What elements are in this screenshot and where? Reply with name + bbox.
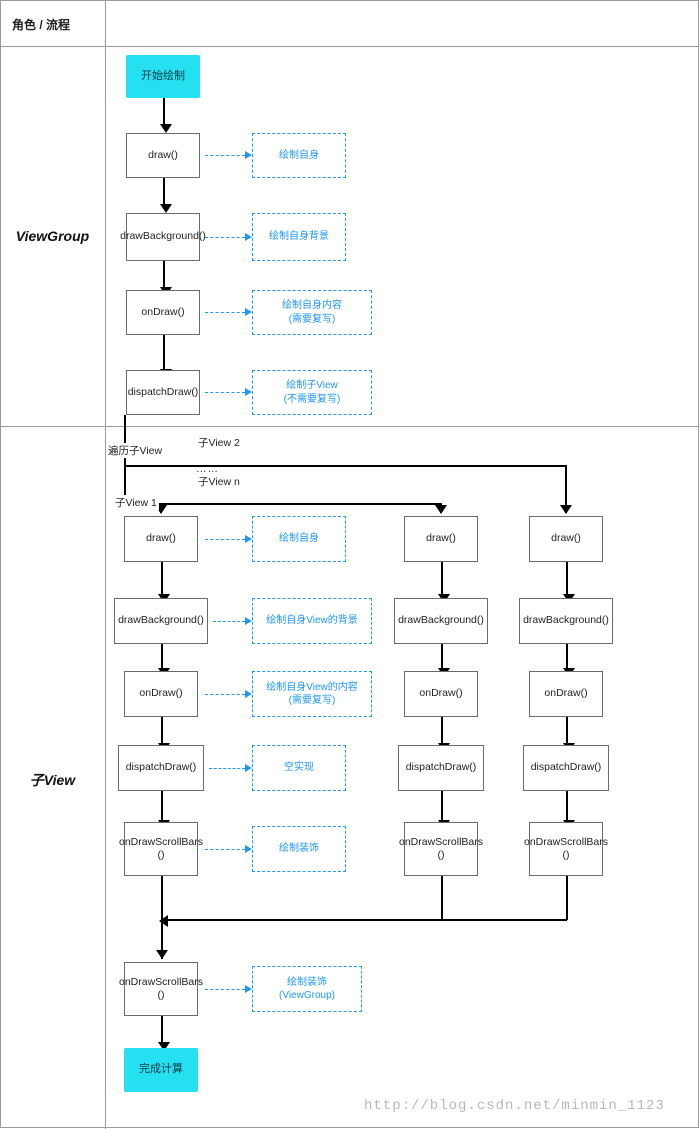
dash-vg-draw: [205, 155, 245, 156]
dash-head-tail: [245, 985, 252, 993]
arrow-c1-3: [158, 717, 170, 752]
role-column-divider: [105, 0, 106, 1129]
node-vg-dispatchdraw[interactable]: dispatchDraw(): [126, 370, 200, 415]
line-to-childn: [124, 465, 567, 467]
node-c1-drawbackground[interactable]: drawBackground(): [114, 598, 208, 644]
note-vg-background: 绘制自身背景: [252, 213, 346, 261]
arrow-c1-1: [158, 562, 170, 603]
node-c2-ondraw[interactable]: onDraw(): [404, 671, 478, 717]
line-c1-join: [161, 876, 163, 920]
note-c1-background: 绘制自身View的背景: [252, 598, 372, 644]
arrow-cn-4: [563, 791, 575, 829]
line-c2-join: [441, 876, 443, 920]
arrow-c1-4: [158, 791, 170, 829]
note-vg-draw: 绘制自身: [252, 133, 346, 178]
role-label-childview: 子View: [29, 772, 76, 788]
node-end[interactable]: 完成计算: [124, 1048, 198, 1092]
dash-head-vg-draw: [245, 151, 252, 159]
note-tail-scrollbars: 绘制装饰 (ViewGroup): [252, 966, 362, 1012]
arrow-vg-bg-to-ondraw: [160, 261, 172, 296]
node-c1-ondraw[interactable]: onDraw(): [124, 671, 198, 717]
node-c2-ondrawscrollbars[interactable]: onDrawScrollBars (): [399, 822, 483, 876]
arrow-cn-1: [563, 562, 575, 603]
node-vg-drawbackground[interactable]: drawBackground(): [120, 213, 206, 261]
watermark: http://blog.csdn.net/minmin_1123: [364, 1098, 665, 1114]
label-dots: ……: [196, 463, 219, 475]
node-cn-dispatchdraw[interactable]: dispatchDraw(): [523, 745, 609, 791]
arrow-c1-2: [158, 644, 170, 677]
dash-head-c1-ondraw: [245, 690, 252, 698]
dash-c1-draw: [205, 539, 245, 540]
note-c1-dispatchdraw: 空实现: [252, 745, 346, 791]
dash-tail: [205, 989, 245, 990]
node-cn-draw[interactable]: draw(): [529, 516, 603, 562]
arrow-cn-3: [563, 717, 575, 752]
dash-head-vg-background: [245, 233, 252, 241]
node-c1-draw[interactable]: draw(): [124, 516, 198, 562]
dash-vg-dispatchdraw: [205, 392, 245, 393]
arrow-head-child1: [155, 505, 167, 514]
dash-head-c1-dispatchdraw: [245, 764, 252, 772]
line-to-child2: [124, 503, 442, 505]
node-c1-dispatchdraw[interactable]: dispatchDraw(): [118, 745, 204, 791]
node-c1-ondrawscrollbars[interactable]: onDrawScrollBars (): [119, 822, 203, 876]
arrow-c2-3: [438, 717, 450, 752]
role-label-viewgroup: ViewGroup: [15, 228, 90, 244]
note-c1-draw: 绘制自身: [252, 516, 346, 562]
label-traverse: 遍历子View: [106, 443, 165, 458]
dash-c1-ondraw: [205, 694, 245, 695]
arrow-vg-draw-to-bg: [160, 178, 172, 213]
dash-head-c1-scrollbars: [245, 845, 252, 853]
node-tail-ondrawscrollbars[interactable]: onDrawScrollBars (): [119, 962, 203, 1016]
line-join-bus: [161, 919, 567, 921]
dash-vg-background: [205, 237, 245, 238]
node-c2-drawbackground[interactable]: drawBackground(): [394, 598, 488, 644]
arrow-vg-ondraw-to-dispatch: [160, 335, 172, 378]
line-dispatch-down: [124, 415, 126, 503]
dash-head-c1-background: [245, 617, 252, 625]
node-cn-ondrawscrollbars[interactable]: onDrawScrollBars (): [524, 822, 608, 876]
arrow-c2-2: [438, 644, 450, 677]
label-childn: 子View n: [196, 474, 242, 489]
line-cn-join: [566, 876, 568, 920]
note-c1-ondraw: 绘制自身View的内容 (需要复写): [252, 671, 372, 717]
arrow-c2-4: [438, 791, 450, 829]
node-c2-dispatchdraw[interactable]: dispatchDraw(): [398, 745, 484, 791]
node-vg-ondraw[interactable]: onDraw(): [126, 290, 200, 335]
arrow-head-childn: [560, 505, 572, 514]
note-vg-ondraw: 绘制自身内容 (需要复写): [252, 290, 372, 335]
arrow-head-join-down: [156, 950, 168, 959]
dash-c1-background: [213, 621, 245, 622]
arrow-start-to-draw: [160, 98, 172, 133]
line-join-down: [161, 919, 163, 959]
node-vg-draw[interactable]: draw(): [126, 133, 200, 178]
arrow-tail-to-end: [158, 1016, 170, 1051]
line-childn-drop: [565, 465, 567, 513]
node-start[interactable]: 开始绘制: [126, 55, 200, 98]
header-divider: [0, 46, 699, 47]
node-cn-drawbackground[interactable]: drawBackground(): [519, 598, 613, 644]
dash-head-c1-draw: [245, 535, 252, 543]
dash-c1-dispatchdraw: [209, 768, 245, 769]
arrow-cn-2: [563, 644, 575, 677]
dash-head-vg-dispatchdraw: [245, 388, 252, 396]
arrow-head-child2: [435, 505, 447, 514]
dash-vg-ondraw: [205, 312, 245, 313]
dash-head-vg-ondraw: [245, 308, 252, 316]
role-divider: [0, 426, 699, 427]
label-child1: 子View 1: [113, 495, 159, 510]
dash-c1-scrollbars: [205, 849, 245, 850]
node-c2-draw[interactable]: draw(): [404, 516, 478, 562]
header-title: 角色 / 流程: [12, 18, 71, 32]
arrow-c2-1: [438, 562, 450, 603]
label-child2: 子View 2: [196, 435, 242, 450]
node-cn-ondraw[interactable]: onDraw(): [529, 671, 603, 717]
note-c1-scrollbars: 绘制装饰: [252, 826, 346, 872]
note-vg-dispatchdraw: 绘制子View (不需要复写): [252, 370, 372, 415]
